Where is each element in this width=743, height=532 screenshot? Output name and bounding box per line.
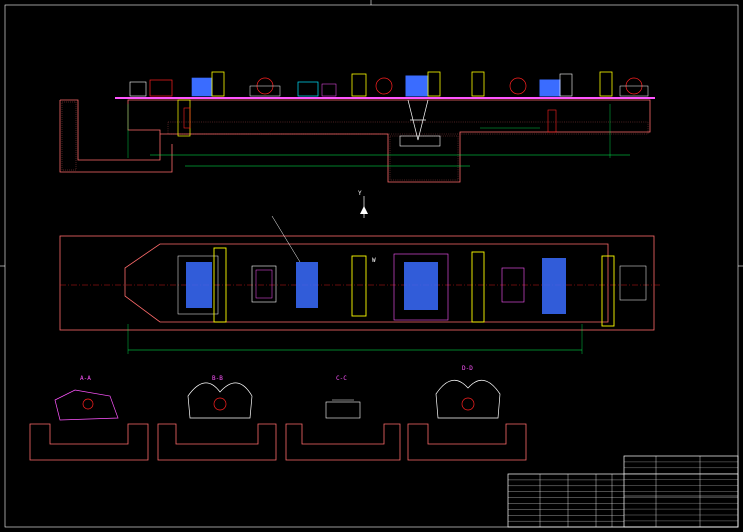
foundation-outline — [60, 99, 651, 183]
plan-yellow-stand — [601, 255, 615, 327]
blue-roller-unit — [191, 77, 213, 97]
plan-equipment: W — [177, 247, 647, 327]
yellow-stand — [471, 71, 485, 97]
equipment-base — [249, 85, 281, 97]
center-base — [399, 135, 441, 147]
title-rows — [624, 461, 738, 522]
plan-magenta-unit — [501, 267, 525, 303]
elevation-equipment — [129, 71, 649, 147]
plan-unit-frame — [251, 265, 277, 303]
section-d-equipment — [435, 380, 501, 419]
plan-blue-unit — [186, 262, 212, 308]
plan-yellow-stand — [213, 247, 227, 323]
cyan-unit — [297, 81, 319, 97]
yellow-stand — [599, 71, 613, 97]
plan-magenta-unit — [255, 269, 273, 299]
equipment-column — [547, 109, 557, 133]
yellow-stand — [427, 71, 441, 97]
section-b-roller — [213, 397, 227, 411]
section-d-roller — [461, 397, 475, 411]
plan-unit-frame — [177, 255, 219, 315]
view-marker-label: W — [372, 257, 376, 264]
blue-roller-unit — [405, 75, 429, 97]
parts-list-frame — [507, 473, 739, 528]
equipment-base — [619, 85, 649, 97]
axis-marker: Y — [358, 190, 368, 218]
section-c-foundation — [285, 423, 401, 461]
plan-view — [59, 215, 660, 354]
plan-foundation-outer — [59, 235, 655, 331]
section-b-equipment — [187, 382, 253, 419]
magenta-unit — [321, 83, 337, 97]
plan-leader-line — [271, 215, 301, 263]
section-c-equipment — [325, 401, 361, 419]
title-block — [507, 455, 739, 528]
yellow-stand — [351, 73, 367, 97]
section-c: C-C — [285, 375, 401, 461]
section-c-label: C-C — [336, 375, 347, 382]
pit-left-outline — [59, 100, 173, 173]
section-d-label: D-D — [462, 365, 473, 372]
plan-unit-frame — [619, 265, 647, 301]
section-a-foundation — [29, 423, 149, 461]
section-d-foundation — [407, 423, 527, 461]
foundation-hatch — [167, 121, 649, 135]
section-a: A-A — [29, 375, 149, 461]
red-drum — [375, 77, 393, 95]
plan-center-blue-unit — [404, 262, 438, 310]
plan-center-frame — [393, 253, 449, 321]
section-a-roller — [82, 398, 94, 410]
plan-yellow-stand — [351, 255, 367, 317]
section-a-equipment — [54, 389, 119, 421]
section-a-label: A-A — [80, 375, 91, 382]
pit-left-hatch — [61, 101, 77, 171]
parts-list-rows — [508, 479, 624, 522]
plan-blue-unit — [542, 258, 566, 314]
section-b: B-B — [157, 375, 277, 461]
red-drum — [509, 77, 527, 95]
plan-foundation-inner — [124, 243, 609, 323]
section-b-label: B-B — [212, 375, 223, 382]
equipment-unit — [559, 73, 573, 97]
section-d: D-D — [407, 365, 527, 461]
blue-roller-unit — [539, 79, 561, 97]
center-lift-frame — [407, 99, 429, 141]
equipment-unit — [129, 81, 147, 97]
equipment-unit — [149, 79, 173, 97]
axis-marker-label: Y — [358, 190, 362, 197]
plan-blue-unit — [296, 262, 318, 308]
yellow-stand — [211, 71, 225, 97]
plan-yellow-stand — [471, 251, 485, 323]
section-b-foundation — [157, 423, 277, 461]
elevation-view — [59, 97, 655, 183]
equipment-column-inner — [183, 107, 191, 129]
